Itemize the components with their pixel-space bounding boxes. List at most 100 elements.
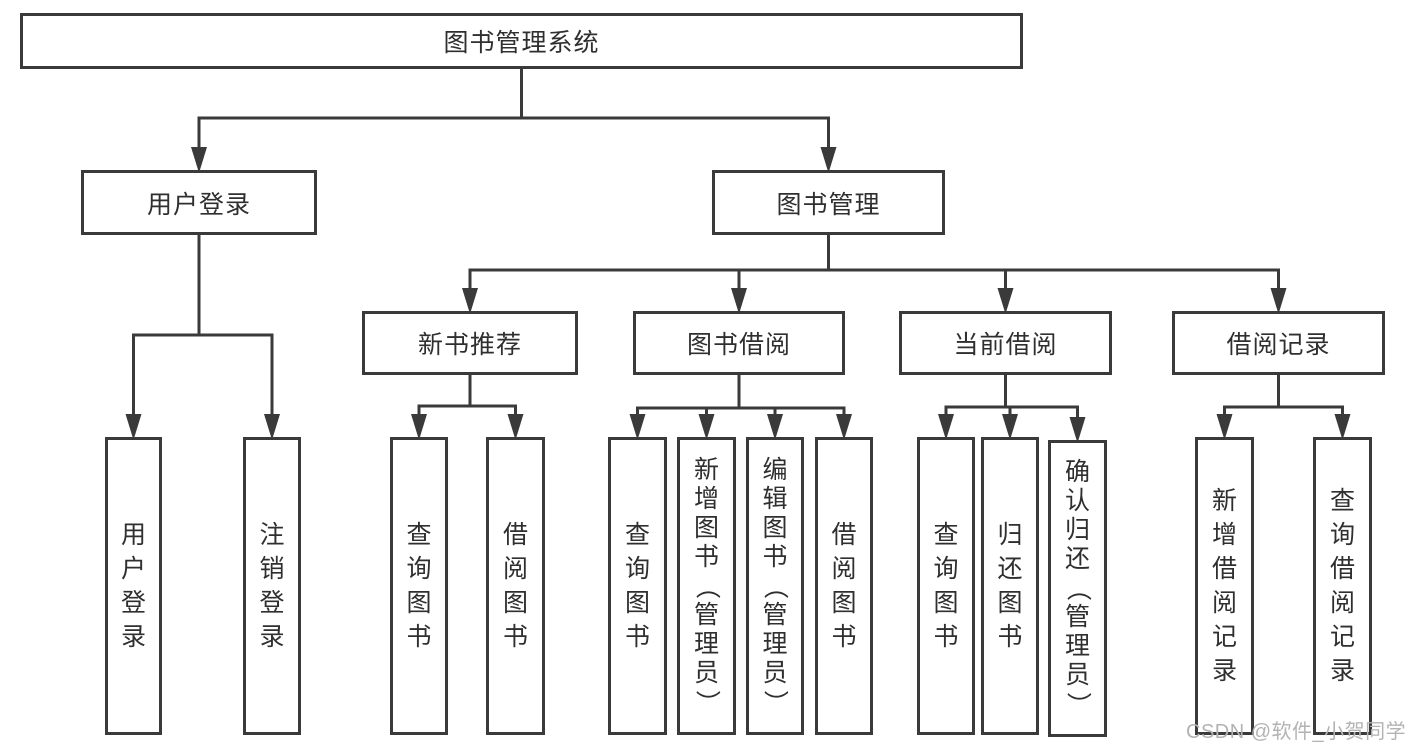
- node-label-char: 书: [762, 542, 788, 571]
- node-label-char: 管: [693, 600, 719, 629]
- node-label-char: 书: [406, 622, 432, 651]
- node-label-char: 新: [1211, 486, 1237, 515]
- node-label-char: 书: [933, 622, 959, 651]
- node-user-login-leaf: 用户登录: [105, 437, 162, 735]
- node-label-char: 记: [1211, 622, 1237, 651]
- node-label-char: 销: [259, 554, 285, 583]
- node-label-char: 查: [406, 520, 432, 549]
- node-label-char: 录: [1211, 656, 1237, 685]
- node-label-char: 查: [624, 520, 650, 549]
- node-label-char: ）: [692, 689, 721, 715]
- node-label-char: 阅: [1211, 588, 1237, 617]
- arrowhead-icon: [1270, 288, 1287, 314]
- node-label-char: 认: [1064, 487, 1090, 515]
- node-label-char: 新: [693, 455, 719, 484]
- node-label-char: 查: [1329, 486, 1355, 515]
- watermark: CSDN @软件_小贺同学: [1186, 721, 1405, 743]
- node-label-char: 理: [762, 629, 788, 658]
- node-label-char: 理: [693, 629, 719, 658]
- arrowhead-icon: [1216, 414, 1233, 440]
- node-label-char: 询: [933, 554, 959, 583]
- node-label-char: 图: [624, 588, 650, 617]
- node-edit-book-admin: 编辑图书（管理员）: [746, 437, 804, 735]
- arrowhead-icon: [1069, 417, 1086, 443]
- node-label-char: 阅: [831, 554, 857, 583]
- node-label-char: 书: [624, 622, 650, 651]
- node-label-char: 书: [997, 622, 1023, 651]
- node-add-book-admin: 新增图书（管理员）: [677, 437, 736, 735]
- node-label-char: 询: [1329, 520, 1355, 549]
- node-label-char: 图: [693, 513, 719, 542]
- node-add-borrow-record: 新增借阅记录: [1195, 437, 1254, 735]
- arrowhead-icon: [1002, 414, 1018, 440]
- node-new-book-recommend: 新书推荐: [362, 311, 578, 375]
- node-borrow-books-borrowing: 借阅图书: [815, 437, 873, 735]
- node-query-books-current: 查询图书: [917, 437, 975, 735]
- node-logout: 注销登录: [243, 437, 301, 735]
- node-label-char: 询: [406, 554, 432, 583]
- node-return-books: 归还图书: [981, 437, 1039, 735]
- node-label-char: 借: [1329, 554, 1355, 583]
- arrowhead-icon: [767, 414, 783, 440]
- node-label-char: （: [761, 573, 790, 599]
- node-label-char: 还: [997, 554, 1023, 583]
- node-label-char: 询: [624, 554, 650, 583]
- node-label-char: 图: [831, 588, 857, 617]
- node-label-char: 户: [120, 554, 146, 583]
- node-label-char: 图: [406, 588, 432, 617]
- node-label-char: 借: [502, 520, 528, 549]
- node-label-char: 录: [1329, 656, 1355, 685]
- node-label-char: 员: [762, 658, 788, 687]
- node-label-char: 归: [997, 520, 1023, 549]
- node-label-char: 书: [502, 622, 528, 651]
- arrowhead-icon: [938, 414, 954, 440]
- node-label-char: （: [692, 573, 721, 599]
- node-query-books-recommend: 查询图书: [390, 437, 448, 735]
- node-label-char: 辑: [762, 484, 788, 513]
- node-label-char: 员: [693, 658, 719, 687]
- arrowhead-icon: [629, 414, 646, 440]
- node-label-char: 录: [259, 622, 285, 651]
- node-label-char: 书: [831, 622, 857, 651]
- arrowhead-icon: [698, 414, 715, 440]
- arrowhead-icon: [836, 414, 852, 440]
- node-label-char: 图: [933, 588, 959, 617]
- node-book-borrowing: 图书借阅: [633, 311, 845, 375]
- node-label-char: 记: [1329, 622, 1355, 651]
- node-label-char: 还: [1064, 545, 1090, 573]
- node-label-char: 查: [933, 520, 959, 549]
- node-borrow-books-recommend: 借阅图书: [486, 437, 545, 735]
- node-label-char: ）: [1063, 691, 1092, 718]
- arrowhead-icon: [997, 288, 1014, 314]
- node-label-char: 注: [259, 520, 285, 549]
- node-label-char: 借: [831, 520, 857, 549]
- node-user-login: 用户登录: [81, 170, 317, 235]
- arrowhead-icon: [125, 414, 142, 440]
- node-label-char: 图: [997, 588, 1023, 617]
- node-label-char: 图: [762, 513, 788, 542]
- node-label-char: 确: [1064, 458, 1090, 486]
- node-label-char: 录: [120, 622, 146, 651]
- node-label-char: 员: [1064, 661, 1090, 689]
- connector-group-book-borrowing: [629, 373, 852, 440]
- node-label-char: 归: [1064, 516, 1090, 544]
- arrowhead-icon: [820, 147, 837, 173]
- node-current-borrowing: 当前借阅: [899, 311, 1112, 375]
- arrowhead-icon: [411, 414, 427, 440]
- node-label-char: 管: [762, 600, 788, 629]
- arrowhead-icon: [1334, 414, 1351, 440]
- connector-group-borrowing-records: [1216, 373, 1351, 440]
- node-label-char: ）: [761, 689, 790, 715]
- node-label-char: 登: [259, 588, 285, 617]
- connector-group-current-borrowing: [938, 373, 1086, 443]
- node-label-char: 书: [693, 542, 719, 571]
- node-label-char: 用: [120, 520, 146, 549]
- node-label-char: 图: [502, 588, 528, 617]
- node-label-char: 借: [1211, 554, 1237, 583]
- node-label-char: （: [1063, 575, 1092, 602]
- node-library-system: 图书管理系统: [20, 13, 1023, 69]
- node-label-char: 编: [762, 455, 788, 484]
- arrowhead-icon: [507, 414, 524, 440]
- node-confirm-return-admin: 确认归还（管理员）: [1048, 440, 1107, 737]
